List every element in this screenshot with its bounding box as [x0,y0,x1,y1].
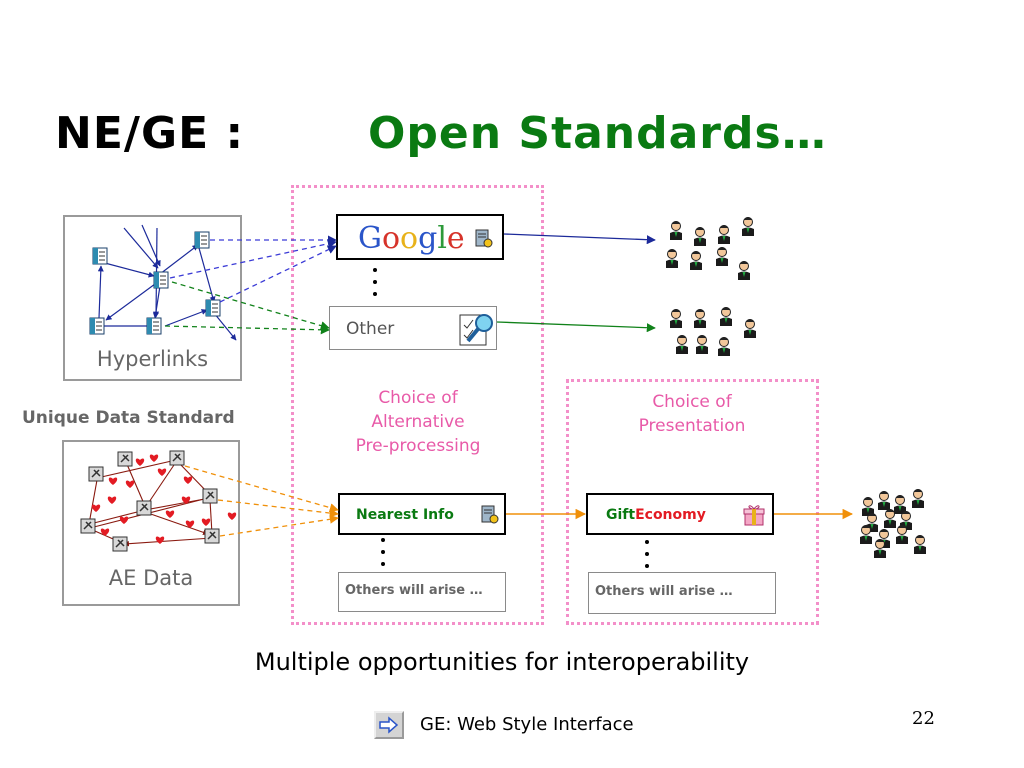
user-group-other [660,306,760,358]
green-dashed-arrow [171,281,330,331]
ae-node-icon [80,518,96,534]
user-group-google [665,216,755,281]
heart-icon [91,504,101,512]
preprocessing-region [291,185,544,625]
heart-icon [201,518,211,526]
ae-node-icon [202,488,218,504]
ae-node-icon [169,450,185,466]
ae-node-icon [88,466,104,482]
caption: Multiple opportunities for interoperabil… [254,648,750,676]
ae-node-icon [117,451,133,467]
hyperlinks-label: Hyperlinks [96,347,209,371]
hyperlink-page-icon [146,317,162,335]
others-will-arise-box-2: Others will arise … [588,572,776,614]
heart-icon [107,496,117,504]
others-will-arise-text-1: Others will arise … [345,583,483,598]
hyperlink-page-icon [205,299,221,317]
heart-icon [119,516,129,524]
heart-icon [155,536,165,544]
other-label: Other [346,319,395,339]
others-will-arise-box-1: Others will arise … [338,572,506,612]
ae-node-icon [112,536,128,552]
heart-icon [100,528,110,536]
other-to-users-arrow [496,321,656,333]
presentation-region [566,379,819,625]
ae-node-icon [204,528,220,544]
google-logo: Google [358,221,465,256]
blue-dashed-arrow [219,245,337,303]
hyperlink-page-icon [89,317,105,335]
gift-word: Gift [606,507,636,523]
hyperlink-page-icon [153,271,169,289]
blue-dashed-arrow [169,239,337,279]
heart-icon [227,512,237,520]
heart-icon [149,454,159,462]
heart-icon [183,476,193,484]
magnifier-document-icon [459,314,493,346]
heart-icon [165,510,175,518]
unique-data-standard-label: Unique Data Standard [22,408,235,428]
gift-economy-box[interactable]: GiftEconomy [586,493,774,535]
economy-word: Economy [635,507,706,523]
nav-arrow-button[interactable] [374,711,404,739]
hyperlink-graph [97,224,237,341]
heart-icon [125,480,135,488]
nearest-info-label: Nearest Info [356,507,454,523]
orange-dashed-arrow [217,499,339,518]
ellipsis-dots-2 [381,538,385,566]
title-prefix: NE/GE : [55,108,245,159]
ae-node-icon [136,500,152,516]
ellipsis-dots-1 [373,268,377,296]
presentation-label: Choice of Presentation [638,392,746,436]
hyperlink-page-icon [92,247,108,265]
user-group-gift [859,488,927,559]
preprocessing-label: Choice of Alternative Pre-processing [355,388,481,456]
other-service-box[interactable]: Other [329,306,497,350]
orange-dashed-arrow [219,514,339,537]
nearest-info-server-icon [481,505,499,524]
google-service-box[interactable]: Google [336,214,504,260]
google-server-icon [475,229,493,248]
hyperlink-page-icon [194,231,210,249]
page-number: 22 [912,708,935,729]
heart-icon [108,477,118,485]
nearest-info-box[interactable]: Nearest Info [338,493,506,535]
heart-icon [135,458,145,466]
heart-icon [157,468,167,476]
green-dashed-arrow [164,325,330,335]
ae-data-label: AE Data [108,566,194,590]
gift-economy-label: GiftEconomy [606,507,706,523]
google-to-users-arrow [503,233,656,245]
ellipsis-dots-3 [645,540,649,568]
title-main: Open Standards… [368,108,827,159]
gift-box-icon [743,505,765,526]
footer-link-text[interactable]: GE: Web Style Interface [420,714,634,735]
others-will-arise-text-2: Others will arise … [595,584,733,599]
arrow-right-icon [379,716,399,734]
